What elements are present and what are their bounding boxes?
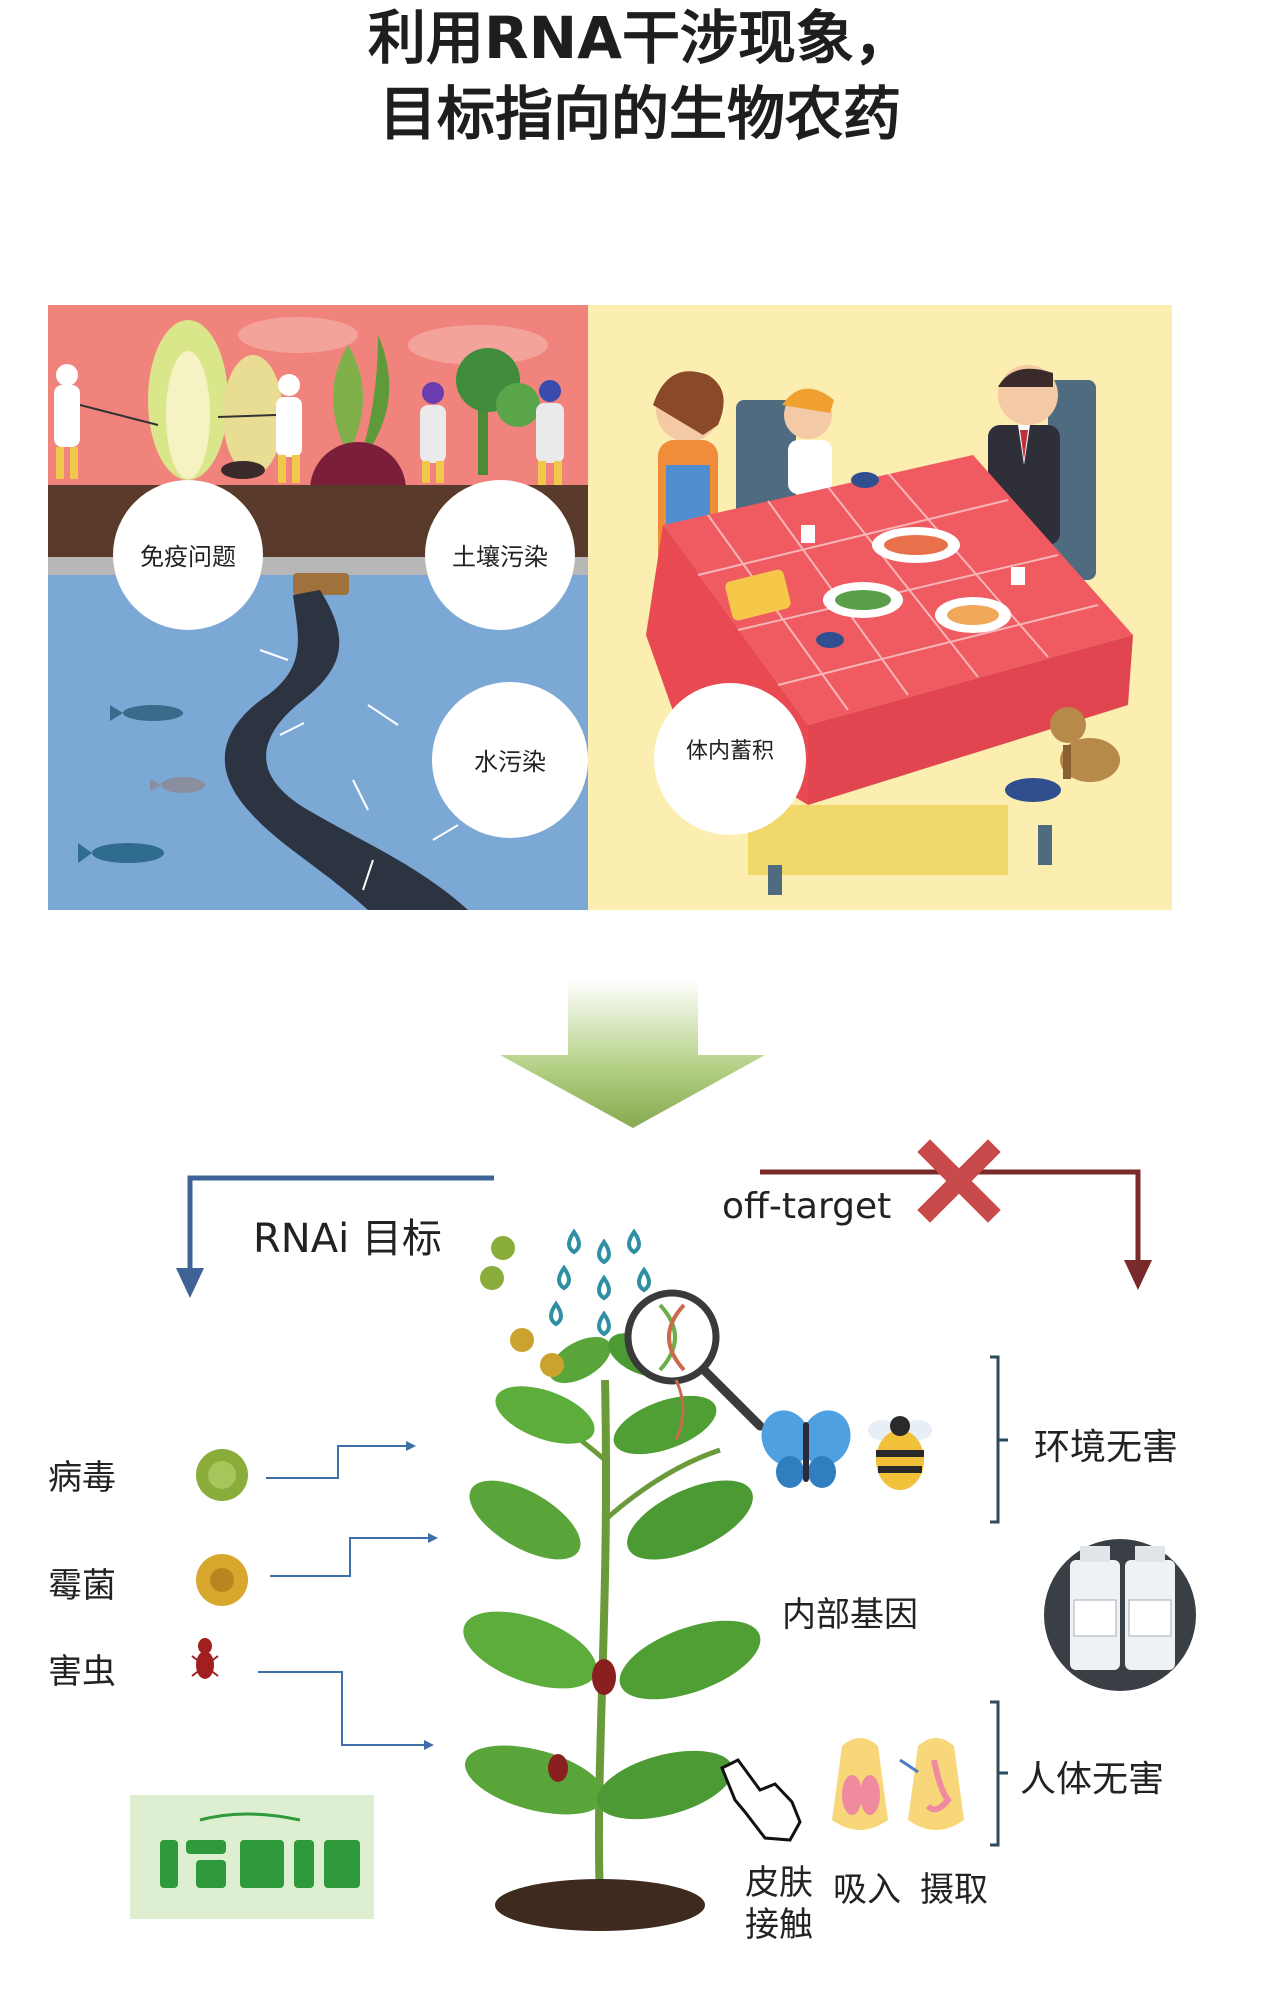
connector-lines [258,1445,428,1746]
farmplus-logo [130,1795,374,1919]
environment-bracket [990,1355,1008,1524]
virus-icon-on-leaf [480,1266,504,1290]
soil-bubble [425,480,575,630]
fungus-label: 霉菌 [48,1566,116,1606]
rnai-target-label: RNAi 目标 [253,1216,442,1262]
pest-label: 害虫 [48,1652,116,1692]
dog-icon [1005,707,1120,802]
cross-icon [917,1139,1001,1223]
human-harmless-label: 人体无害 [1020,1759,1165,1800]
butterfly-icon [761,1410,851,1488]
inhale-label: 吸入 [833,1870,901,1910]
rnai-pesticide-diagram: RNAi 目标 off-target 病毒 霉菌 害虫 内部基因 环境无害 人体… [0,960,1280,1989]
immune-issue-label: 免疫问题 [140,543,236,571]
fish-skeleton-icon [259,649,459,891]
rnai-target-arrow [187,1175,494,1278]
skin-contact-line-2: 接触 [745,1905,813,1945]
human-bracket [990,1700,1008,1847]
skin-contact-line-1: 皮肤 [745,1863,813,1903]
problems-illustration: 免疫问题 土壤污染 水污染 体内蓄积 [48,305,1172,910]
cabbage-icon [148,320,283,480]
fish-icon [110,705,183,721]
skin-contact-label: 皮肤 接触 [745,1862,813,1946]
accumulation-label: 体内蓄积 [685,739,774,764]
problems-illustration-svg [48,305,1172,910]
virus-icon [196,1449,248,1501]
fish-icon [150,777,205,793]
stomach-icon [899,1738,964,1830]
lungs-icon [832,1738,888,1830]
accumulation-bubble [654,683,806,835]
girl-icon [782,388,834,494]
tablecloth [663,455,1133,725]
pest-icon [191,1638,219,1679]
title-line-1: 利用RNA干涉现象， [367,4,913,72]
virus-icon-on-leaf [491,1236,515,1260]
product-bottles-image [1044,1539,1196,1691]
fungus-icon-on-leaf [540,1353,564,1377]
pesticide-pollution-panel [48,305,588,910]
fungus-icon [196,1554,248,1606]
off-target-label: off-target [722,1186,892,1227]
page-title: 利用RNA干涉现象， 目标指向的生物农药 [0,0,1280,152]
bee-icon [868,1416,932,1490]
fish-icon [78,843,164,863]
pest-icon-on-plant [548,1754,568,1782]
soil-pollution-label: 土壤污染 [452,543,548,571]
vegetable-icon [456,348,540,475]
hand-touch-icon [720,1758,802,1842]
ingest-label: 摄取 [920,1870,988,1910]
worker-icon [217,374,302,483]
immune-bubble [113,480,263,630]
pest-icon-on-plant [592,1659,616,1695]
plant-icon [463,1333,761,1931]
worker-icon [420,382,446,483]
rnai-diagram-svg [130,980,1196,1931]
water-pollution-label: 水污染 [474,748,546,776]
title-line-2: 目标指向的生物农药 [378,80,901,148]
green-down-arrow [500,980,765,1128]
virus-label: 病毒 [48,1458,116,1498]
fungus-icon-on-leaf [510,1328,534,1352]
off-target-arrow [760,1169,1141,1270]
magnifier-dna-icon [624,1289,765,1441]
food-accumulation-panel [588,305,1172,910]
worker-icon [536,380,564,485]
environment-harmless-label: 环境无害 [1034,1427,1179,1468]
water-bubble [432,682,588,838]
internal-gene-label: 内部基因 [782,1595,918,1635]
worker-icon [54,364,159,479]
